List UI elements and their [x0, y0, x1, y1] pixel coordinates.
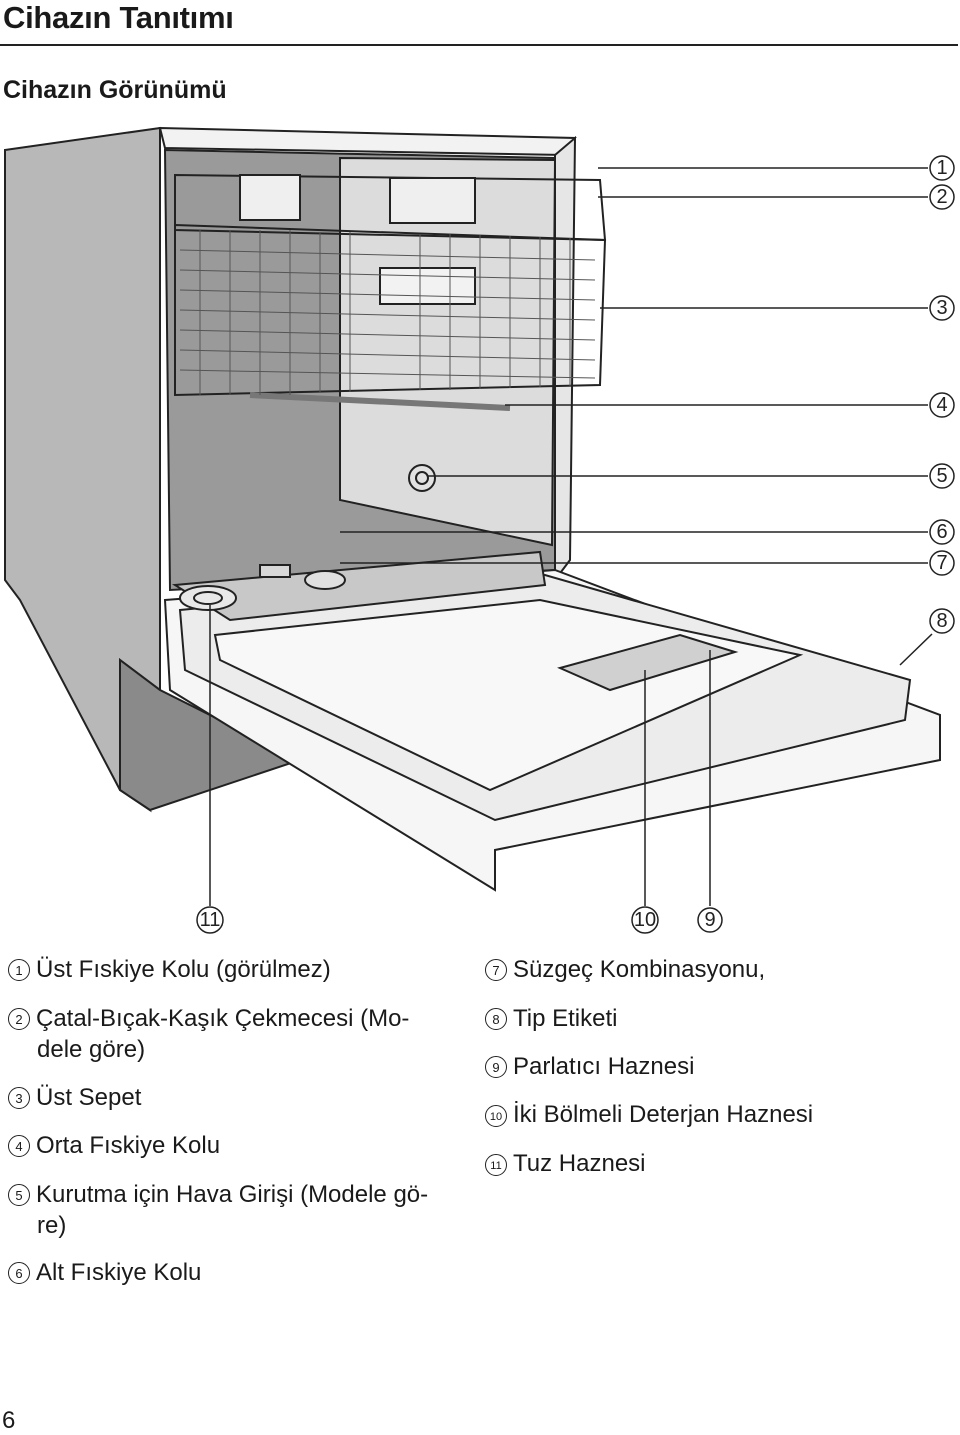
- legend-item-7: 7 Süzgeç Kombinasyonu,: [485, 954, 765, 986]
- callout-2: 2: [936, 186, 947, 208]
- legend-text-8: Tip Etiketi: [513, 1005, 618, 1032]
- page-title: Cihazın Tanıtımı: [3, 0, 234, 35]
- title-divider: [0, 44, 958, 46]
- legend-text-6: Alt Fıskiye Kolu: [36, 1259, 202, 1286]
- legend-text-3: Üst Sepet: [36, 1084, 142, 1111]
- legend-item-5-cont: re): [37, 1210, 66, 1242]
- legend-text-5b: re): [37, 1212, 67, 1239]
- legend-item-11: 11 Tuz Haznesi: [485, 1148, 646, 1180]
- section-title: Cihazın Görünümü: [3, 76, 227, 104]
- legend-item-1: 1 Üst Fıskiye Kolu (görülmez): [8, 954, 331, 986]
- legend-number-4: 4: [8, 1135, 30, 1157]
- legend-number-1: 1: [8, 959, 30, 981]
- legend-item-3: 3 Üst Sepet: [8, 1082, 141, 1114]
- legend-item-9: 9 Parlatıcı Haznesi: [485, 1051, 694, 1083]
- legend-number-10: 10: [485, 1105, 507, 1127]
- legend-number-6: 6: [8, 1262, 30, 1284]
- legend-text-2: Çatal-Bıçak-Kaşık Çekmecesi (Mo-: [36, 1005, 410, 1032]
- legend-number-7: 7: [485, 959, 507, 981]
- callout-9: 9: [704, 909, 715, 931]
- legend-text-4: Orta Fıskiye Kolu: [36, 1132, 221, 1159]
- callout-4: 4: [936, 394, 947, 416]
- legend-text-5: Kurutma için Hava Girişi (Modele gö-: [36, 1181, 429, 1208]
- callout-8: 8: [936, 610, 947, 632]
- legend-item-4: 4 Orta Fıskiye Kolu: [8, 1130, 220, 1162]
- legend-item-2: 2 Çatal-Bıçak-Kaşık Çekmecesi (Mo-: [8, 1003, 409, 1035]
- legend-number-5: 5: [8, 1184, 30, 1206]
- callout-7: 7: [936, 552, 947, 574]
- legend-item-8: 8 Tip Etiketi: [485, 1003, 617, 1035]
- legend-number-8: 8: [485, 1008, 507, 1030]
- legend-item-6: 6 Alt Fıskiye Kolu: [8, 1257, 201, 1289]
- legend-text-2b: dele göre): [37, 1036, 146, 1063]
- callout-5: 5: [936, 465, 947, 487]
- legend-number-9: 9: [485, 1056, 507, 1078]
- legend-number-11: 11: [485, 1154, 507, 1176]
- legend-text-11: Tuz Haznesi: [513, 1150, 646, 1177]
- legend-number-2: 2: [8, 1008, 30, 1030]
- callout-11: 11: [200, 909, 221, 931]
- legend-text-7: Süzgeç Kombinasyonu,: [513, 956, 766, 983]
- legend-text-1: Üst Fıskiye Kolu (görülmez): [36, 956, 331, 983]
- dishwasher-illustration: 1 2 3 4 5 6 7 8 11 10 9: [4, 126, 955, 934]
- page-number: 6: [2, 1407, 16, 1434]
- legend-text-10: İki Bölmeli Deterjan Haznesi: [513, 1101, 814, 1128]
- legend-item-5: 5 Kurutma için Hava Girişi (Modele gö-: [8, 1179, 428, 1211]
- callout-6: 6: [936, 521, 947, 543]
- callout-10: 10: [634, 909, 656, 931]
- legend-text-9: Parlatıcı Haznesi: [513, 1053, 695, 1080]
- callout-1: 1: [936, 157, 947, 179]
- legend-item-2-cont: dele göre): [37, 1034, 145, 1066]
- callout-3: 3: [936, 297, 947, 319]
- legend-number-3: 3: [8, 1087, 30, 1109]
- legend-item-10: 10 İki Bölmeli Deterjan Haznesi: [485, 1099, 813, 1131]
